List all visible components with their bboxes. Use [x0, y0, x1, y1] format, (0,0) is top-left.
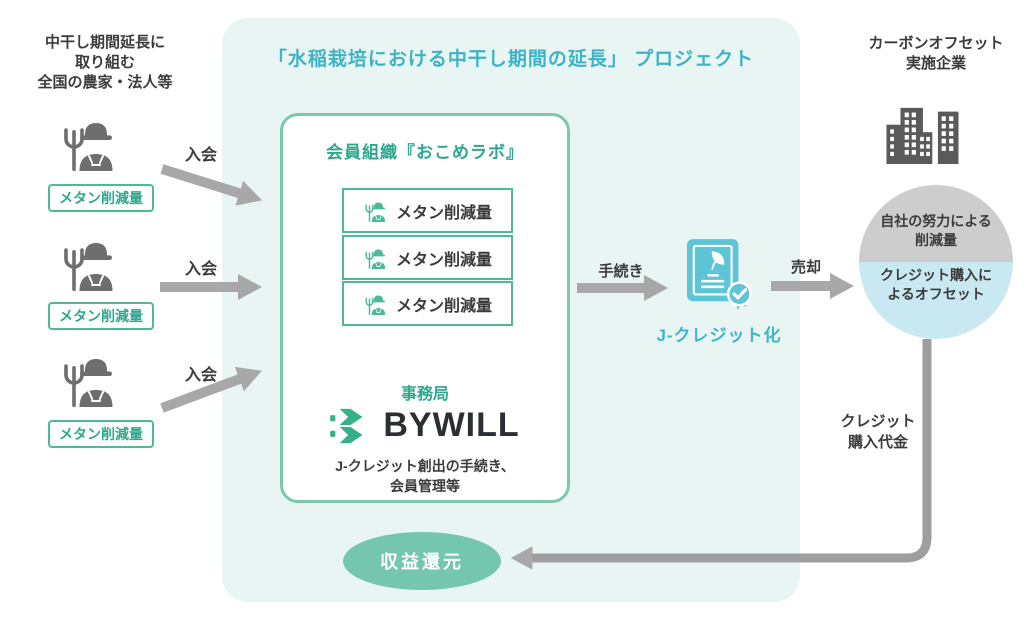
member-org-heading: 会員組織『おこめラボ』 — [326, 143, 524, 162]
join-arrow-label: 入会 — [184, 261, 217, 278]
secretariat-label: 事務局 — [400, 386, 449, 403]
own-effort-label: 自社の努力による 削減量 — [880, 213, 992, 248]
bywill-logo-text: BYWILL — [383, 406, 520, 444]
company-header: カーボンオフセット 実施企業 — [868, 35, 1004, 72]
sell-arrow-label: 売却 — [790, 259, 821, 276]
member-row: メタン削減量 — [342, 281, 513, 326]
member-row: メタン削減量 — [342, 235, 513, 280]
member-row-label: メタン削減量 — [395, 297, 492, 315]
bywill-logo-mark-icon — [330, 407, 374, 445]
credit-offset-label: クレジット購入に よるオフセット — [880, 267, 992, 302]
member-row: メタン削減量 — [342, 188, 513, 233]
join-arrow-label: 入会 — [184, 367, 217, 384]
methane-badge: メタン削減量 — [48, 302, 154, 330]
join-arrow-label: 入会 — [184, 147, 217, 164]
office-buildings-icon — [884, 106, 960, 164]
credit-payment-label: クレジット 購入代金 — [840, 413, 916, 451]
profit-return-ellipse: 収益還元 — [343, 532, 501, 590]
secretariat-description: J-クレジット創出の手続き、 会員管理等 — [335, 458, 515, 494]
member-row-label: メタン削減量 — [395, 251, 492, 269]
farmers-group-header: 中干し期間延長に 取り組む 全国の農家・法人等 — [37, 34, 173, 91]
member-row-label: メタン削減量 — [395, 204, 492, 222]
member-org-box — [280, 113, 570, 503]
profit-return-label: 収益還元 — [380, 552, 464, 572]
project-title: 「水稲栽培における中干し期間の延長」 プロジェクト — [267, 49, 755, 70]
j-credit-label: J-クレジット化 — [656, 326, 782, 345]
certificate-leaf-check-icon — [686, 238, 752, 316]
farmer-icon — [363, 245, 389, 271]
farmer-icon — [58, 232, 122, 296]
farmer-icon — [58, 112, 122, 176]
methane-badge: メタン削減量 — [48, 184, 154, 212]
farmer-icon — [363, 291, 389, 317]
farmer-icon — [58, 348, 122, 412]
methane-badge: メタン削減量 — [48, 420, 154, 448]
offset-split-circle — [859, 185, 1013, 339]
bywill-logo: BYWILL — [280, 406, 570, 445]
procedure-arrow-label: 手続き — [598, 263, 644, 280]
farmer-icon — [363, 198, 389, 224]
